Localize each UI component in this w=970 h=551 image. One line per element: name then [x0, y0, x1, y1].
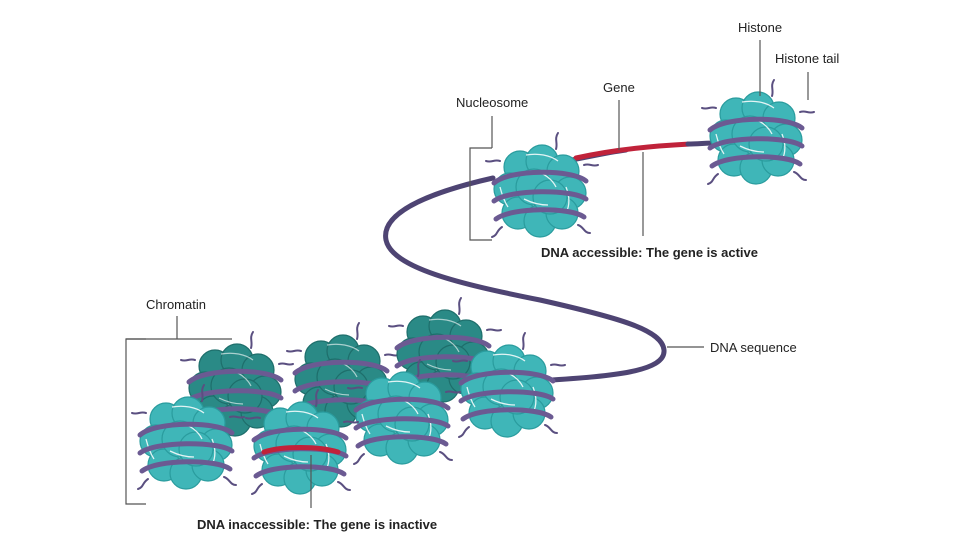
leader-lines — [125, 40, 809, 508]
gene-segment-inactive — [261, 445, 341, 455]
nucleosome-histone — [702, 80, 814, 184]
chromatin-label: Chromatin — [146, 297, 206, 312]
dna-strand — [383, 175, 667, 383]
dna-accessible-label: DNA accessible: The gene is active — [541, 245, 758, 260]
nucleosome-label: Nucleosome — [456, 95, 528, 110]
dna-sequence-label: DNA sequence — [710, 340, 797, 355]
gene-label: Gene — [603, 80, 635, 95]
gene-segment-active — [573, 141, 693, 161]
histone-label: Histone — [738, 20, 782, 35]
dna-inaccessible-label: DNA inaccessible: The gene is inactive — [197, 517, 437, 532]
nucleosome-open — [486, 133, 598, 237]
histone-tail-label: Histone tail — [775, 51, 839, 66]
